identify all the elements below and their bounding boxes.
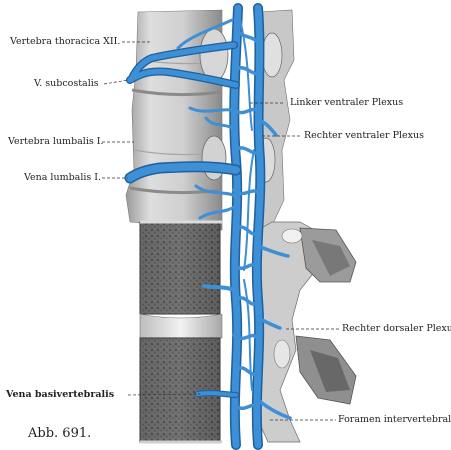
label-vertebra-thoracica: Vertebra thoracica XII. — [10, 36, 121, 47]
label-v-subcostalis: V. subcostalis — [34, 78, 99, 89]
label-rechter-dorsaler-plexus: Rechter dorsaler Plexus — [342, 323, 451, 334]
lower-vertebrae-section — [139, 220, 223, 444]
label-vena-basivertebralis: Vena basivertebralis — [6, 389, 115, 400]
label-vertebra-lumbalis: Vertebra lumbalis I. — [8, 136, 104, 147]
upper-vertebrae — [125, 9, 229, 231]
label-rechter-ventraler-plexus: Rechter ventraler Plexus — [304, 130, 424, 141]
label-vena-lumbalis: Vena lumbalis I. — [24, 172, 102, 183]
posterior-elements-lower — [257, 221, 357, 443]
figure-caption: Abb. 691. — [28, 426, 92, 441]
label-foramen-intervertebrale: Foramen intervertebrale — [338, 414, 451, 425]
label-linker-ventraler-plexus: Linker ventraler Plexus — [290, 97, 404, 108]
venous-plexus — [124, 3, 292, 450]
leader-lines — [102, 41, 340, 421]
